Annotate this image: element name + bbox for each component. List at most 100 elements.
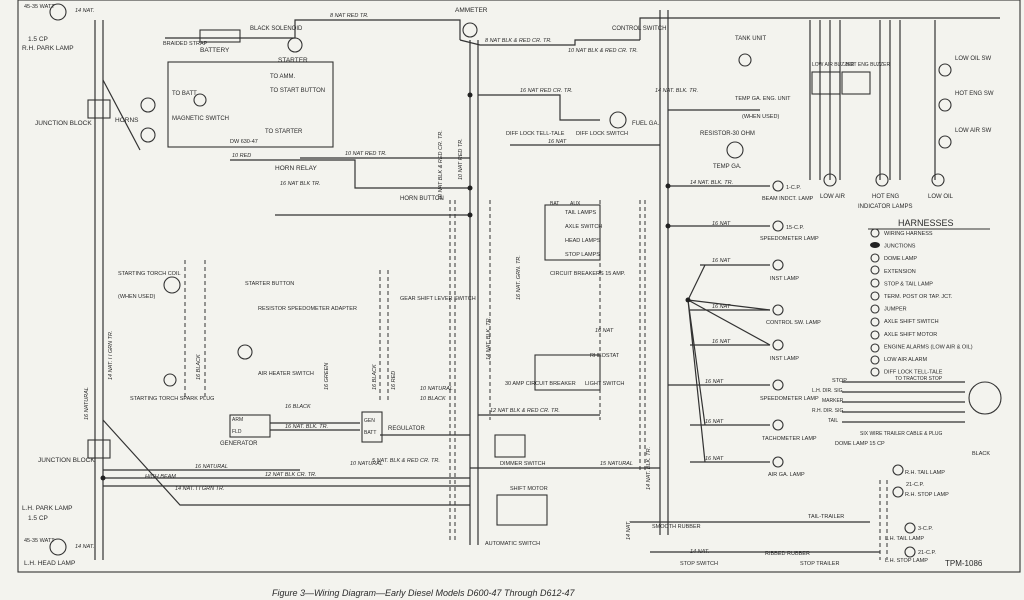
legend-item: WIRING HARNESS (884, 231, 933, 237)
wire-fuel (478, 94, 600, 121)
label-light-switch: LIGHT SWITCH (585, 381, 624, 387)
wire-label-w8c: 16 NAT (712, 258, 731, 264)
wire-label-w2: 8 NAT RED TR. (330, 13, 369, 19)
legend-item: ENGINE ALARMS (LOW AIR & OIL) (884, 344, 973, 350)
lh-head-lamp-symbol (49, 538, 67, 556)
legend-item: JUNCTIONS (884, 244, 916, 250)
label-control-sw-lamp: CONTROL SW. LAMP (766, 320, 821, 326)
junction-block-top-symbol (87, 99, 111, 119)
label-rh-park-watt: 45-35 WATT (24, 4, 55, 10)
label-low-air-buzzer: LOW AIR BUZZER (812, 62, 855, 68)
low-oil-sw-symbol (938, 63, 952, 77)
label-aux: AUX (570, 201, 581, 207)
label-junction-block-top: JUNCTION BLOCK (35, 120, 92, 127)
label-lh-stop-lamp: L.H. STOP LAMP (885, 558, 928, 564)
wire-label-w11: 16 NATURAL (195, 464, 228, 470)
label-batt: BATT (364, 430, 376, 436)
label-dw: DW 630-47 (230, 139, 258, 145)
label-smooth-rubber: SMOOTH RUBBER (652, 524, 701, 530)
label-beam-indct-lamp: BEAM INDCT. LAMP (762, 196, 814, 202)
wire-label-w1: 14 NAT. (75, 8, 94, 14)
label-rh-tail-lamp: R.H. TAIL LAMP (905, 470, 945, 476)
label-lh-head-lamp: L.H. HEAD LAMP (24, 560, 75, 567)
label-inst-lamp-2: INST LAMP (770, 356, 799, 362)
label-lh-park-lamp: L.H. PARK LAMP (22, 505, 72, 512)
label-when-used-coil: (WHEN USED) (118, 294, 155, 300)
wire-label-w8e: 16 NAT (712, 339, 731, 345)
wire-label-w27: 14 NAT. BLK. TR. (690, 180, 733, 186)
hot-eng-indicator (875, 173, 889, 187)
label-starter-button: STARTER BUTTON (245, 281, 294, 287)
label-fuel-ga: FUEL GA. (632, 121, 659, 127)
label-tpm: TPM-1086 (945, 559, 983, 568)
label-gen: GEN (364, 418, 375, 424)
vertical-wire-labels: 10 NAT BLK & RED CR. TR. 10 NAT RED TR. … (84, 130, 652, 540)
harness-dashed-6 (879, 480, 888, 560)
wire-label-w8d: 16 NAT (712, 304, 731, 310)
label-low-air: LOW AIR (820, 194, 846, 200)
horn-bottom (140, 127, 156, 143)
rating-beam: 1-C.P. (786, 185, 801, 191)
label-generator: GENERATOR (220, 441, 258, 447)
trailer-wires (842, 381, 965, 423)
low-air-buzzer-box (811, 71, 841, 95)
label-to-tractor-stop: TO TRACTOR STOP (895, 376, 943, 382)
legend-markers (870, 228, 880, 377)
label-rh-park-cp: 1.5 CP (28, 36, 48, 43)
circuit-breaker-panel (544, 204, 601, 261)
wire-label-w8g: 16 NAT (705, 419, 724, 425)
wire-label-w1b: 14 NAT. (690, 549, 709, 555)
vwire-label-9: 14 NAT. (626, 521, 632, 540)
label-to-starter: TO STARTER (265, 129, 303, 135)
instrument-lamp-symbols (772, 180, 916, 558)
rating-speedo: 15-C.P. (786, 225, 804, 231)
wire-label-w24: 15 NATURAL (600, 461, 633, 467)
label-head-lamps: HEAD LAMPS (565, 238, 601, 244)
wire-labels: 14 NAT. 8 NAT RED TR. 8 NAT BLK & RED CR… (75, 8, 733, 555)
wire-diag-1 (102, 419, 470, 506)
label-inst-lamp-1: INST LAMP (770, 276, 799, 282)
label-magnetic-switch: MAGNETIC SWITCH (172, 116, 229, 122)
label-gear-shift-lever: GEAR SHIFT LEVER SWITCH (400, 296, 476, 302)
label-stop-switch: STOP SWITCH (680, 561, 718, 567)
wire-label-w15: 12 NAT BLK & RED CR. TR. (490, 408, 560, 414)
label-marker: MARKER (822, 398, 844, 404)
trailer-plug-symbol (968, 381, 1002, 415)
legend-item: LOW AIR ALARM (884, 357, 928, 363)
label-ammeter: AMMETER (455, 7, 488, 14)
label-when-used-temp: (WHEN USED) (742, 114, 779, 120)
harness-dashed-2 (184, 260, 206, 400)
label-rh-dir-sig: R.H. DIR. SIG. (812, 408, 845, 414)
label-junction-block-bottom: JUNCTION BLOCK (38, 457, 95, 464)
wire-label-w16: 10 RED (232, 153, 251, 159)
label-to-amm: TO AMM. (270, 74, 296, 80)
magnetic-switch-symbol (193, 93, 207, 107)
label-hot-eng-sw: HOT ENG SW (955, 91, 994, 97)
wire-label-w5: 10 NAT RED TR. (345, 151, 387, 157)
label-temp-ga-eng-unit: TEMP GA. ENG. UNIT (735, 96, 791, 102)
label-rh-park-lamp: R.H. PARK LAMP (22, 45, 74, 52)
legend-item: EXTENSION (884, 269, 916, 275)
rating-rh-tail: 21-C.P. (906, 482, 924, 488)
lamp-ratings: 1-C.P. 15-C.P. 21-C.P. 3-C.P. 21-C.P. (786, 185, 936, 556)
label-low-oil: LOW OIL (928, 194, 954, 200)
label-indicator-lamps: INDICATOR LAMPS (858, 204, 912, 210)
label-control-switch: CONTROL SWITCH (612, 26, 666, 32)
legend-item: STOP & TAIL LAMP (884, 281, 933, 287)
starter-symbol (287, 37, 303, 53)
regulator-box (361, 411, 383, 443)
air-heater-switch-symbol (237, 344, 253, 360)
vwire-label-11: 14 NAT. BLK. TR. (486, 317, 492, 360)
wire-label-w7: 16 NAT RED CR. TR. (520, 88, 573, 94)
label-diff-lock-tell-tale: DIFF LOCK TELL-TALE (506, 131, 565, 137)
label-fld: FLD (232, 429, 242, 435)
label-lh-head-watt: 45-35 WATT (24, 538, 55, 544)
junction-block-bottom-symbol (87, 439, 111, 459)
label-shift-motor: SHIFT MOTOR (510, 486, 548, 492)
legend-item: AXLE SHIFT MOTOR (884, 332, 937, 338)
harness-dashed-4 (379, 270, 389, 400)
label-lh-tail-lamp: L.H. TAIL LAMP (885, 536, 924, 542)
vwire-label-1: 10 NAT BLK & RED CR. TR. (438, 130, 444, 200)
